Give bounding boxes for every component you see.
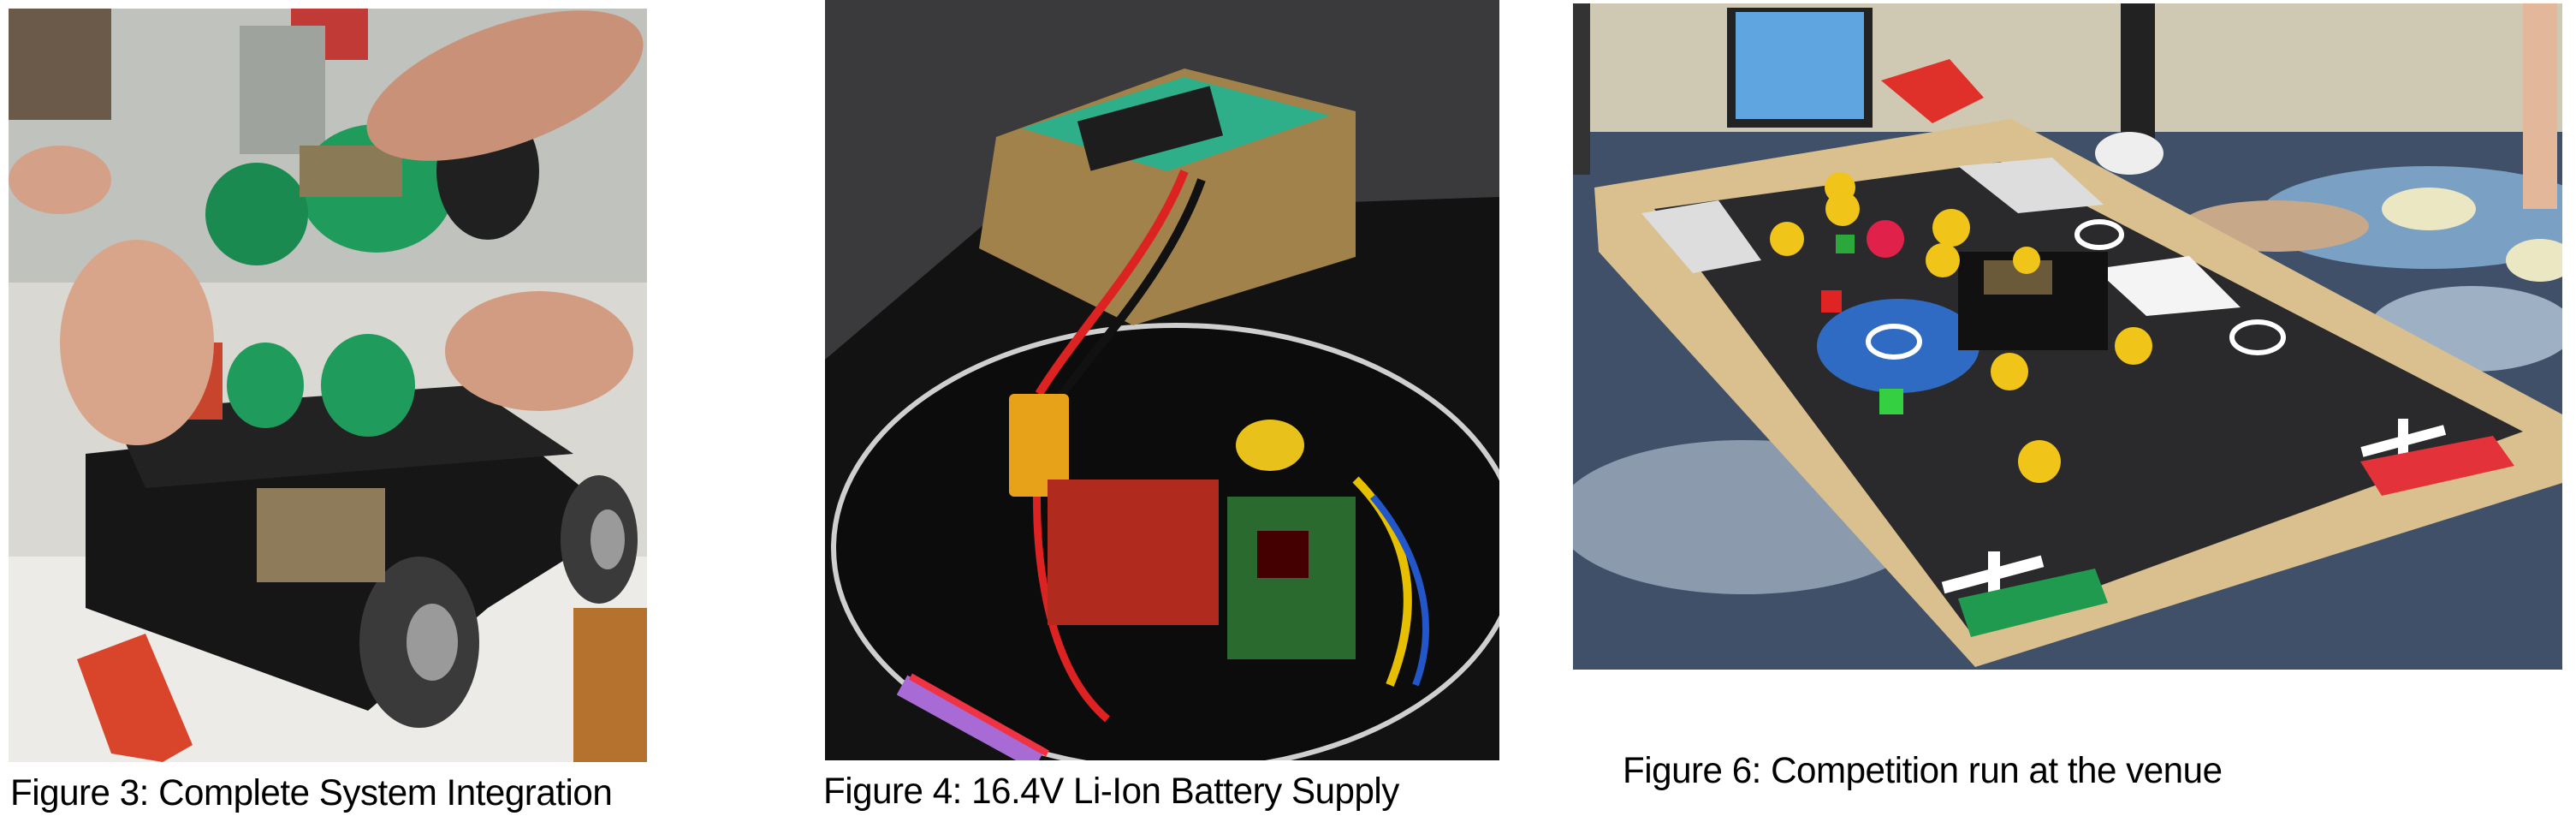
figure-4-photo bbox=[825, 0, 1499, 760]
figure-3-photo bbox=[9, 9, 647, 762]
figure-3-caption: Figure 3: Complete System Integration bbox=[10, 772, 613, 813]
competition-run-photo bbox=[1573, 3, 2562, 670]
figure-6-photo bbox=[1573, 3, 2562, 670]
figure-6-caption: Figure 6: Competition run at the venue bbox=[1623, 750, 2223, 791]
robot-integration-photo bbox=[9, 9, 647, 762]
battery-supply-photo bbox=[825, 0, 1499, 760]
figure-4-caption: Figure 4: 16.4V Li-Ion Battery Supply bbox=[823, 771, 1399, 812]
